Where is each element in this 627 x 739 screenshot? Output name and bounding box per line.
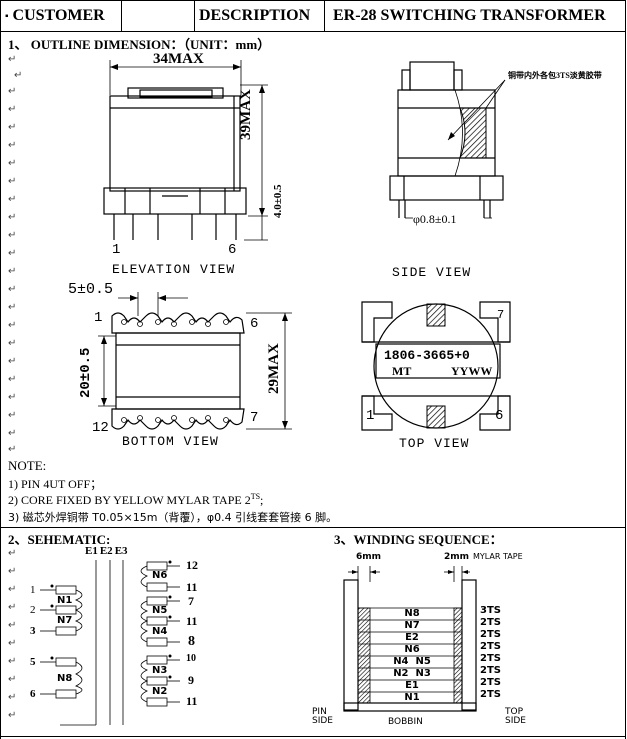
elevation-caption: ELEVATION VIEW [112,262,236,277]
sch-n2: N2 [152,686,168,697]
tape-7: 2TS [480,677,501,688]
layer-3: E2 [405,632,419,643]
layer-8: N1 [404,692,420,703]
sch-n3: N3 [152,665,168,676]
top-caption: TOP VIEW [399,436,470,451]
sch-pin-8: 8 [188,634,195,649]
layer-5: N4 N5 [393,656,431,667]
header-table: ▪ CUSTOMER DESCRIPTION ER-28 SWITCHING T… [0,0,626,32]
side-caption: SIDE VIEW [392,265,472,280]
bottom-pin-1: 1 [94,310,103,326]
winding-n8 [40,656,83,699]
top-pin-7: 7 [497,308,505,322]
bobbin-label: BOBBIN [388,717,423,727]
note-2: 2) CORE FIXED BY YELLOW MYLAR TAPE 2TS; [8,492,264,507]
shield-e3: E3 [114,545,128,557]
notes-title: NOTE: [8,458,47,473]
layer-1: N8 [404,608,420,619]
sch-n8: N8 [57,673,73,684]
sch-pin-7: 7 [188,594,194,608]
sch-pin-10: 10 [186,653,196,664]
sch-pin-9: 9 [188,673,194,687]
description-label-cell: DESCRIPTION [195,1,325,31]
sch-pin-11b: 11 [186,614,198,628]
sch-pin-11a: 11 [186,580,198,594]
left-border [0,32,1,739]
margin-left-dim: 6mm [356,552,382,562]
winding-n3-n2 [140,654,180,707]
mylar-tape-label: MYLAR TAPE [473,552,523,561]
margin-right-dim: 2mm [444,552,470,562]
sch-n6: N6 [152,570,168,581]
sch-pin-6: 6 [30,688,36,700]
sch-pin-11c: 11 [186,694,198,708]
top-mark-left: MT [392,364,412,378]
winding-n1-n7 [40,584,83,636]
layer-4: N6 [404,644,420,655]
sch-pin-3: 3 [30,625,36,637]
layer-2: N7 [404,620,420,631]
sch-n5: N5 [152,605,168,616]
elevation-pin-6: 6 [228,242,237,258]
tape-6: 2TS [480,665,501,676]
section1-title: 1、 OUTLINE DIMENSION：（UNIT：mm） [8,37,271,52]
side-band-note: 铜带内外各包3TS淡黄胶带 [508,71,602,80]
sch-pin-1: 1 [30,584,36,596]
description-value: ER-28 SWITCHING TRANSFORMER [333,7,606,24]
section2-title: 2、SEHEMATIC: [8,532,111,547]
top-mark-right: YYWW [451,364,493,378]
tape-8: 2TS [480,689,501,700]
customer-label: CUSTOMER [12,7,105,24]
description-value-cell: ER-28 SWITCHING TRANSFORMER [325,1,625,31]
tape-1: 3TS [480,605,501,616]
elevation-width-dim: 34MAX [153,51,204,67]
top-part-number: 1806-3665+0 [384,348,470,363]
layer-7: E1 [405,680,419,691]
customer-value-cell[interactable] [122,1,195,31]
sch-pin-5: 5 [30,656,36,668]
winding-n5-n4 [140,595,180,647]
bottom-pin-6: 6 [250,316,259,332]
winding-n6 [140,560,180,592]
bottom-pitch-dim: 5±0.5 [68,281,114,298]
tape-5: 2TS [480,653,501,664]
bottom-pin-12: 12 [92,420,109,436]
section-divider [0,527,626,528]
sch-n4: N4 [152,626,168,637]
top-pin-1: 1 [366,408,375,424]
top-pin-6: 6 [495,408,504,424]
shield-e2: E2 [99,545,113,557]
layer-6: N2 N3 [393,668,431,679]
sch-pin-12: 12 [186,558,198,572]
bottom-pin-7: 7 [250,410,259,426]
tape-3: 2TS [480,629,501,640]
sch-pin-2: 2 [30,604,36,616]
sch-n1: N1 [57,595,73,606]
description-label: DESCRIPTION [199,7,311,24]
tape-2: 2TS [480,617,501,628]
note-3: 3) 磁芯外焊铜带 T0.05×15m（背覆），φ0.4 引线套套管接 6 脚。 [8,511,338,524]
shield-e1: E1 [85,545,98,557]
elevation-pin-1: 1 [112,242,121,258]
note-1: 1) PIN 4UT OFF； [8,477,103,491]
tape-4: 2TS [480,641,501,652]
customer-cell: ▪ CUSTOMER [1,1,122,31]
section3-title: 3、WINDING SEQUENCE： [334,532,503,547]
bottom-border [0,736,626,737]
right-border [625,32,626,739]
side-pin-dim: φ0.8±0.1 [413,212,457,226]
sch-n7: N7 [57,615,73,626]
bottom-caption: BOTTOM VIEW [122,434,219,449]
